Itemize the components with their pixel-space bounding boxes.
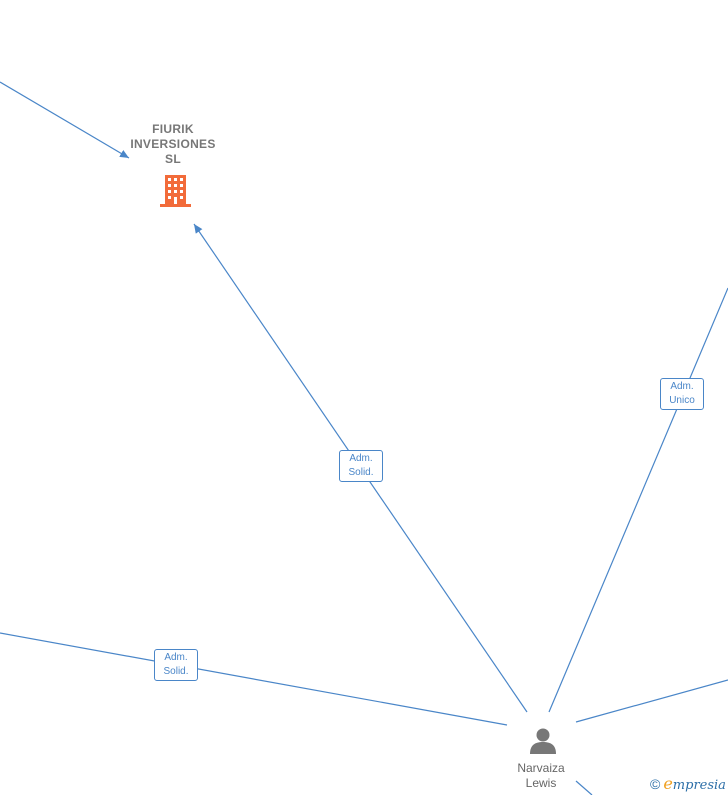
company-name-line-1: FIURIK <box>152 122 194 136</box>
empresia-logo-initial: e <box>663 774 673 793</box>
edge-label-line-2: Solid. <box>163 666 189 677</box>
company-name[interactable]: FIURIK INVERSIONES SL <box>118 122 228 167</box>
empresia-logo-text: mpresia <box>672 778 726 793</box>
edge-label-line-2: Unico <box>669 395 695 406</box>
person-name[interactable]: Narvaiza Lewis <box>496 761 586 791</box>
person-icon[interactable] <box>530 728 556 755</box>
company-name-line-2: INVERSIONES <box>130 137 216 151</box>
company-name-line-3: SL <box>165 152 181 166</box>
edge-label-adm-solid-company: Adm. Solid. <box>339 450 383 482</box>
empresia-watermark: ©empresia <box>650 774 726 793</box>
person-name-line-1: Narvaiza <box>517 761 565 775</box>
building-icon[interactable] <box>160 175 191 207</box>
edge-label-adm-solid-left: Adm. Solid. <box>154 649 198 681</box>
edge-person-to-top-right <box>548 287 728 713</box>
copyright-symbol: © <box>650 776 661 792</box>
edge-label-line-1: Adm. <box>349 453 373 464</box>
edge-person-to-bottom-right <box>575 780 593 795</box>
person-name-line-2: Lewis <box>525 776 557 790</box>
edge-label-line-1: Adm. <box>164 652 188 663</box>
edge-label-line-1: Adm. <box>670 381 694 392</box>
edge-incoming-top-left <box>0 81 130 159</box>
edge-label-adm-unico: Adm. Unico <box>660 378 704 410</box>
edge-person-to-left <box>0 632 508 726</box>
edge-label-line-2: Solid. <box>348 467 374 478</box>
edge-person-to-right <box>575 679 728 723</box>
